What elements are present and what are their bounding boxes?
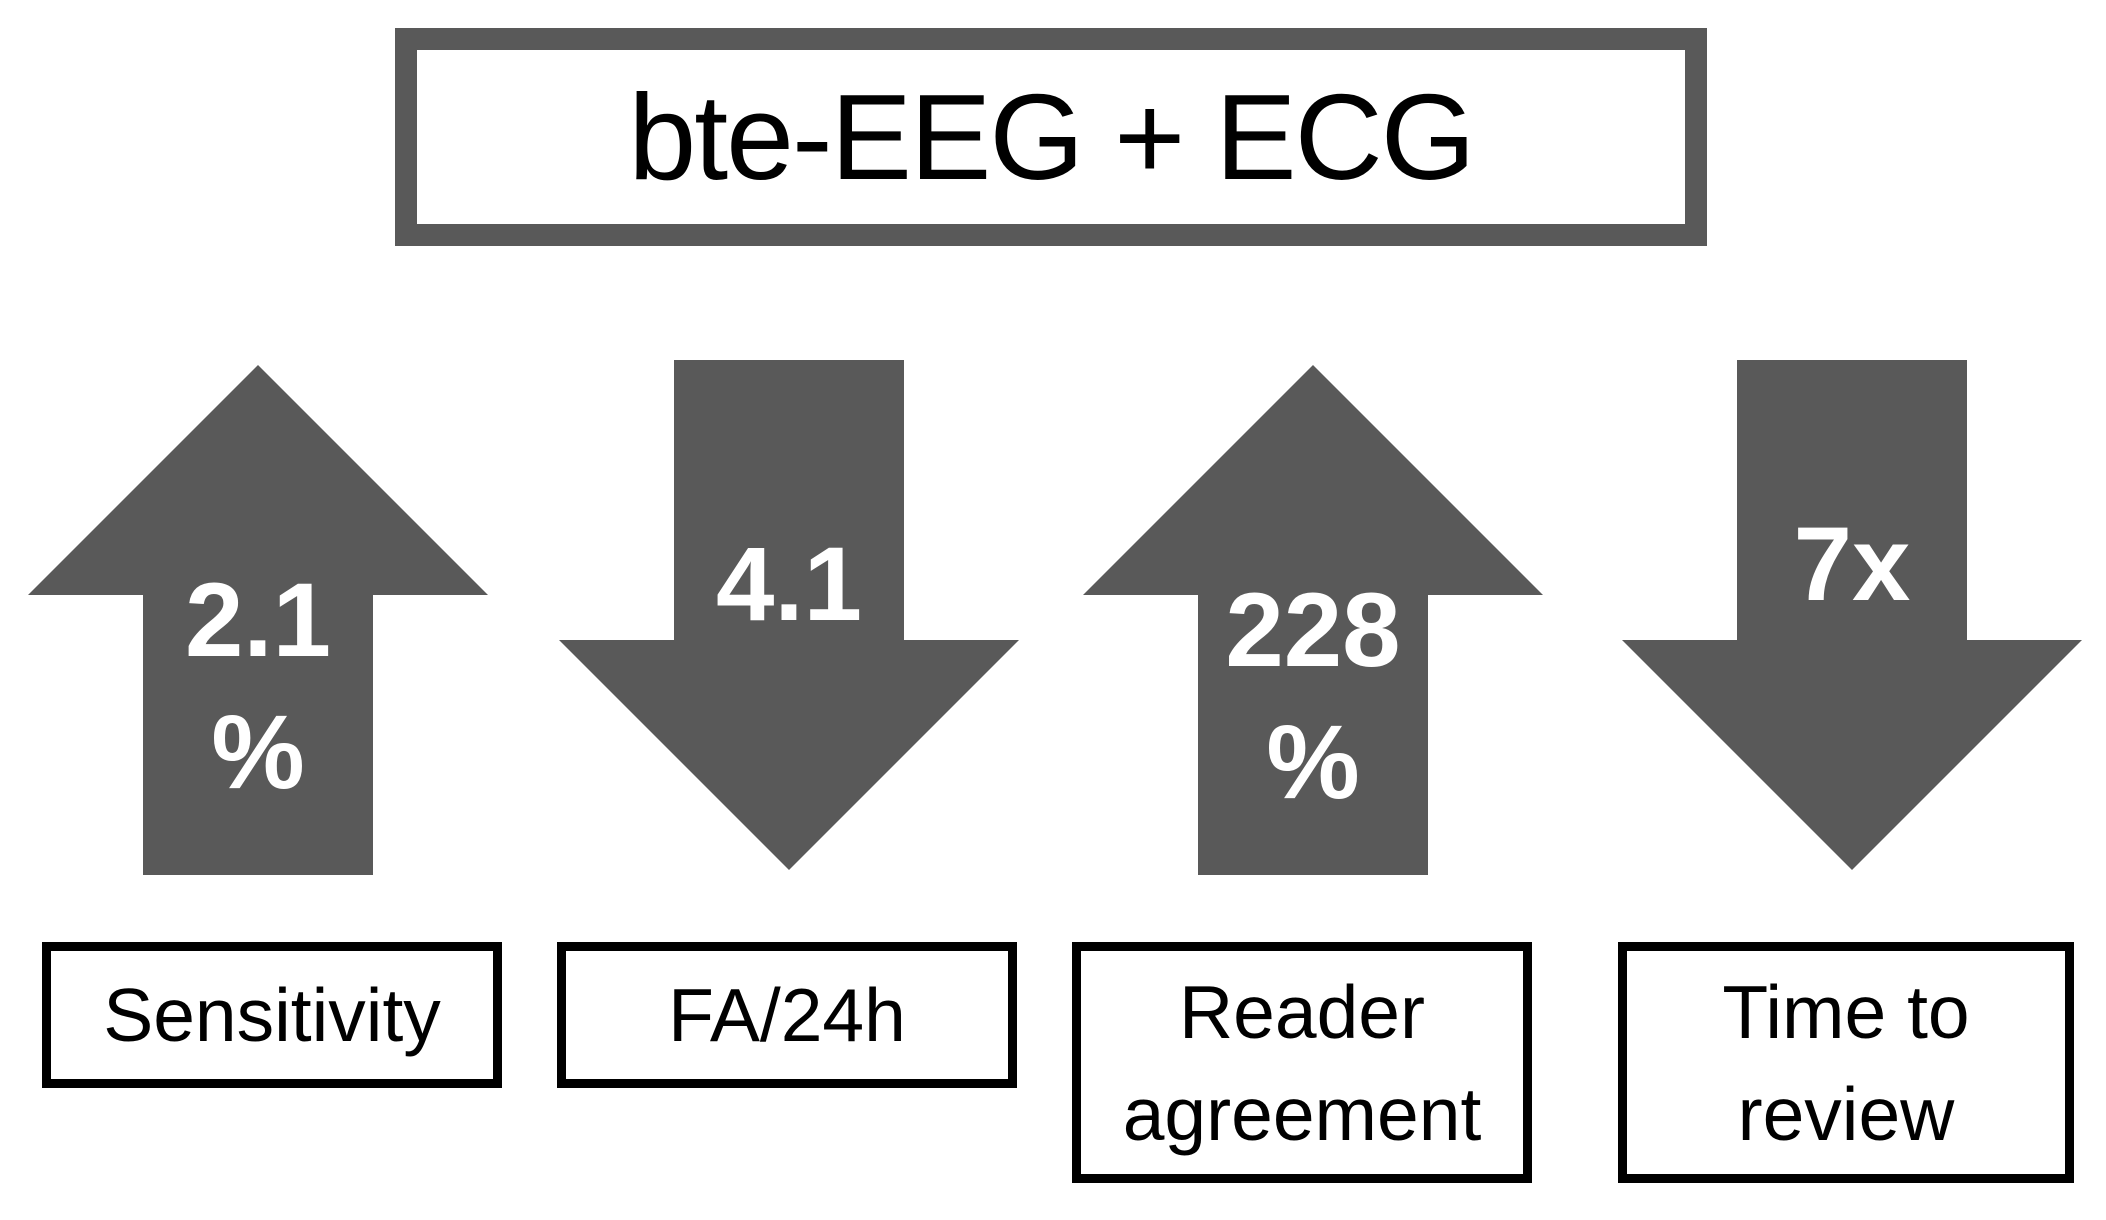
down-arrow-icon	[1622, 360, 2082, 870]
label-line: Reader	[1179, 969, 1425, 1054]
up-arrow-icon	[28, 365, 488, 875]
value-line: 7x	[1793, 506, 1911, 623]
figure-title: bte-EEG + ECG	[628, 69, 1475, 205]
down-arrow-shape	[1622, 360, 2082, 870]
value-line: %	[1266, 704, 1360, 821]
metric-label-sensitivity: Sensitivity	[42, 942, 502, 1088]
label-line: agreement	[1122, 1071, 1482, 1156]
metric-value-time-to-review: 7x	[1622, 499, 2082, 631]
label-line: review	[1737, 1071, 1955, 1156]
label-line: Sensitivity	[103, 973, 441, 1057]
down-arrow-icon	[559, 360, 1019, 870]
value-line: 4.1	[716, 526, 862, 643]
label-line: Time to	[1722, 969, 1970, 1054]
metric-label-time-to-review: Time to review	[1618, 942, 2074, 1183]
up-arrow-shape	[28, 365, 488, 875]
metric-label-reader-agreement: Reader agreement	[1072, 942, 1532, 1183]
metric-value-sensitivity: 2.1%	[28, 555, 488, 819]
up-arrow-shape	[1083, 365, 1543, 875]
title-box: bte-EEG + ECG	[395, 28, 1707, 246]
metric-value-reader-agreement: 228%	[1083, 565, 1543, 829]
metric-value-fa-per-24h: 4.1	[559, 519, 1019, 651]
value-line: 228	[1225, 572, 1401, 689]
metric-label-fa-per-24h: FA/24h	[557, 942, 1017, 1088]
down-arrow-shape	[559, 360, 1019, 870]
label-line: FA/24h	[668, 973, 906, 1057]
value-line: %	[211, 694, 305, 811]
value-line: 2.1	[185, 562, 331, 679]
up-arrow-icon	[1083, 365, 1543, 875]
